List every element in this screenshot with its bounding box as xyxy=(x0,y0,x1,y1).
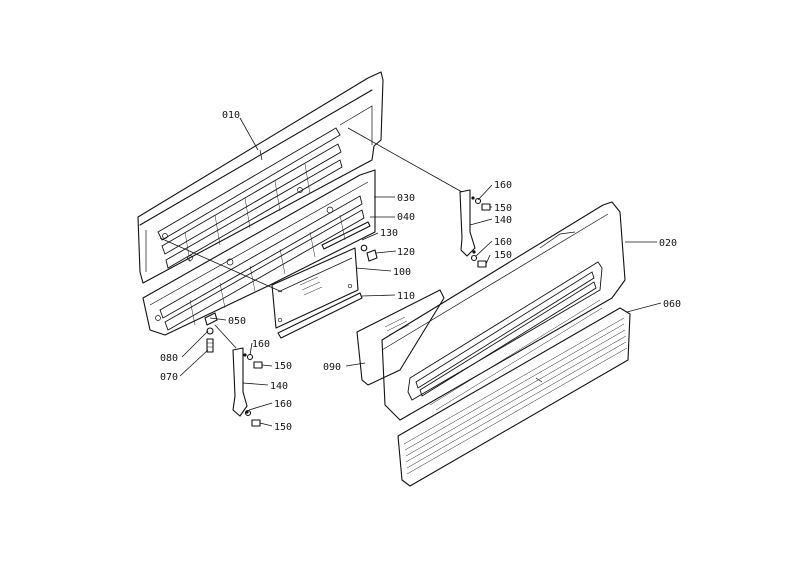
part-060-trim xyxy=(397,307,631,487)
callout-120: 120 xyxy=(397,247,415,258)
callout-160-right-top: 160 xyxy=(494,180,512,191)
part-150-160-fasteners xyxy=(244,197,491,427)
assembly-guide-lines xyxy=(159,127,463,349)
callout-150-left-bottom: 150 xyxy=(274,422,292,433)
part-130-screw xyxy=(360,244,368,252)
part-100-plate xyxy=(271,247,359,329)
callout-080: 080 xyxy=(160,353,178,364)
part-040-strip xyxy=(321,221,371,250)
callout-140-left: 140 xyxy=(270,381,288,392)
part-030-frame xyxy=(142,169,376,336)
callout-labels: 010 030 040 130 120 100 110 050 080 070 … xyxy=(160,110,681,433)
part-090-cover xyxy=(356,289,445,386)
part-110-strip xyxy=(277,292,363,339)
part-050-clip xyxy=(204,312,218,326)
callout-050: 050 xyxy=(228,316,246,327)
callout-030: 030 xyxy=(397,193,415,204)
callout-040: 040 xyxy=(397,212,415,223)
callout-010: 010 xyxy=(222,110,240,121)
leader-lines xyxy=(179,117,662,427)
callout-060: 060 xyxy=(663,299,681,310)
part-070-bolt xyxy=(206,338,214,353)
callout-110: 110 xyxy=(397,291,415,302)
callout-100: 100 xyxy=(393,267,411,278)
callout-140-right: 140 xyxy=(494,215,512,226)
callout-160-left-bottom: 160 xyxy=(274,399,292,410)
callout-130: 130 xyxy=(380,228,398,239)
part-020-outer-panel xyxy=(381,201,626,421)
part-080-washer xyxy=(206,327,214,335)
callout-070: 070 xyxy=(160,372,178,383)
callout-150-right-bottom: 150 xyxy=(494,250,512,261)
callout-160-left-top: 160 xyxy=(252,339,270,350)
part-140-hinge-right xyxy=(459,189,476,257)
callout-150-left-top: 150 xyxy=(274,361,292,372)
part-140-hinge-left xyxy=(232,347,249,417)
callout-150-right-top: 150 xyxy=(494,203,512,214)
part-120-clip xyxy=(366,249,378,262)
callout-160-right-bottom: 160 xyxy=(494,237,512,248)
callout-020: 020 xyxy=(659,238,677,249)
callout-090: 090 xyxy=(323,362,341,373)
part-010-inner-panel xyxy=(137,71,384,284)
